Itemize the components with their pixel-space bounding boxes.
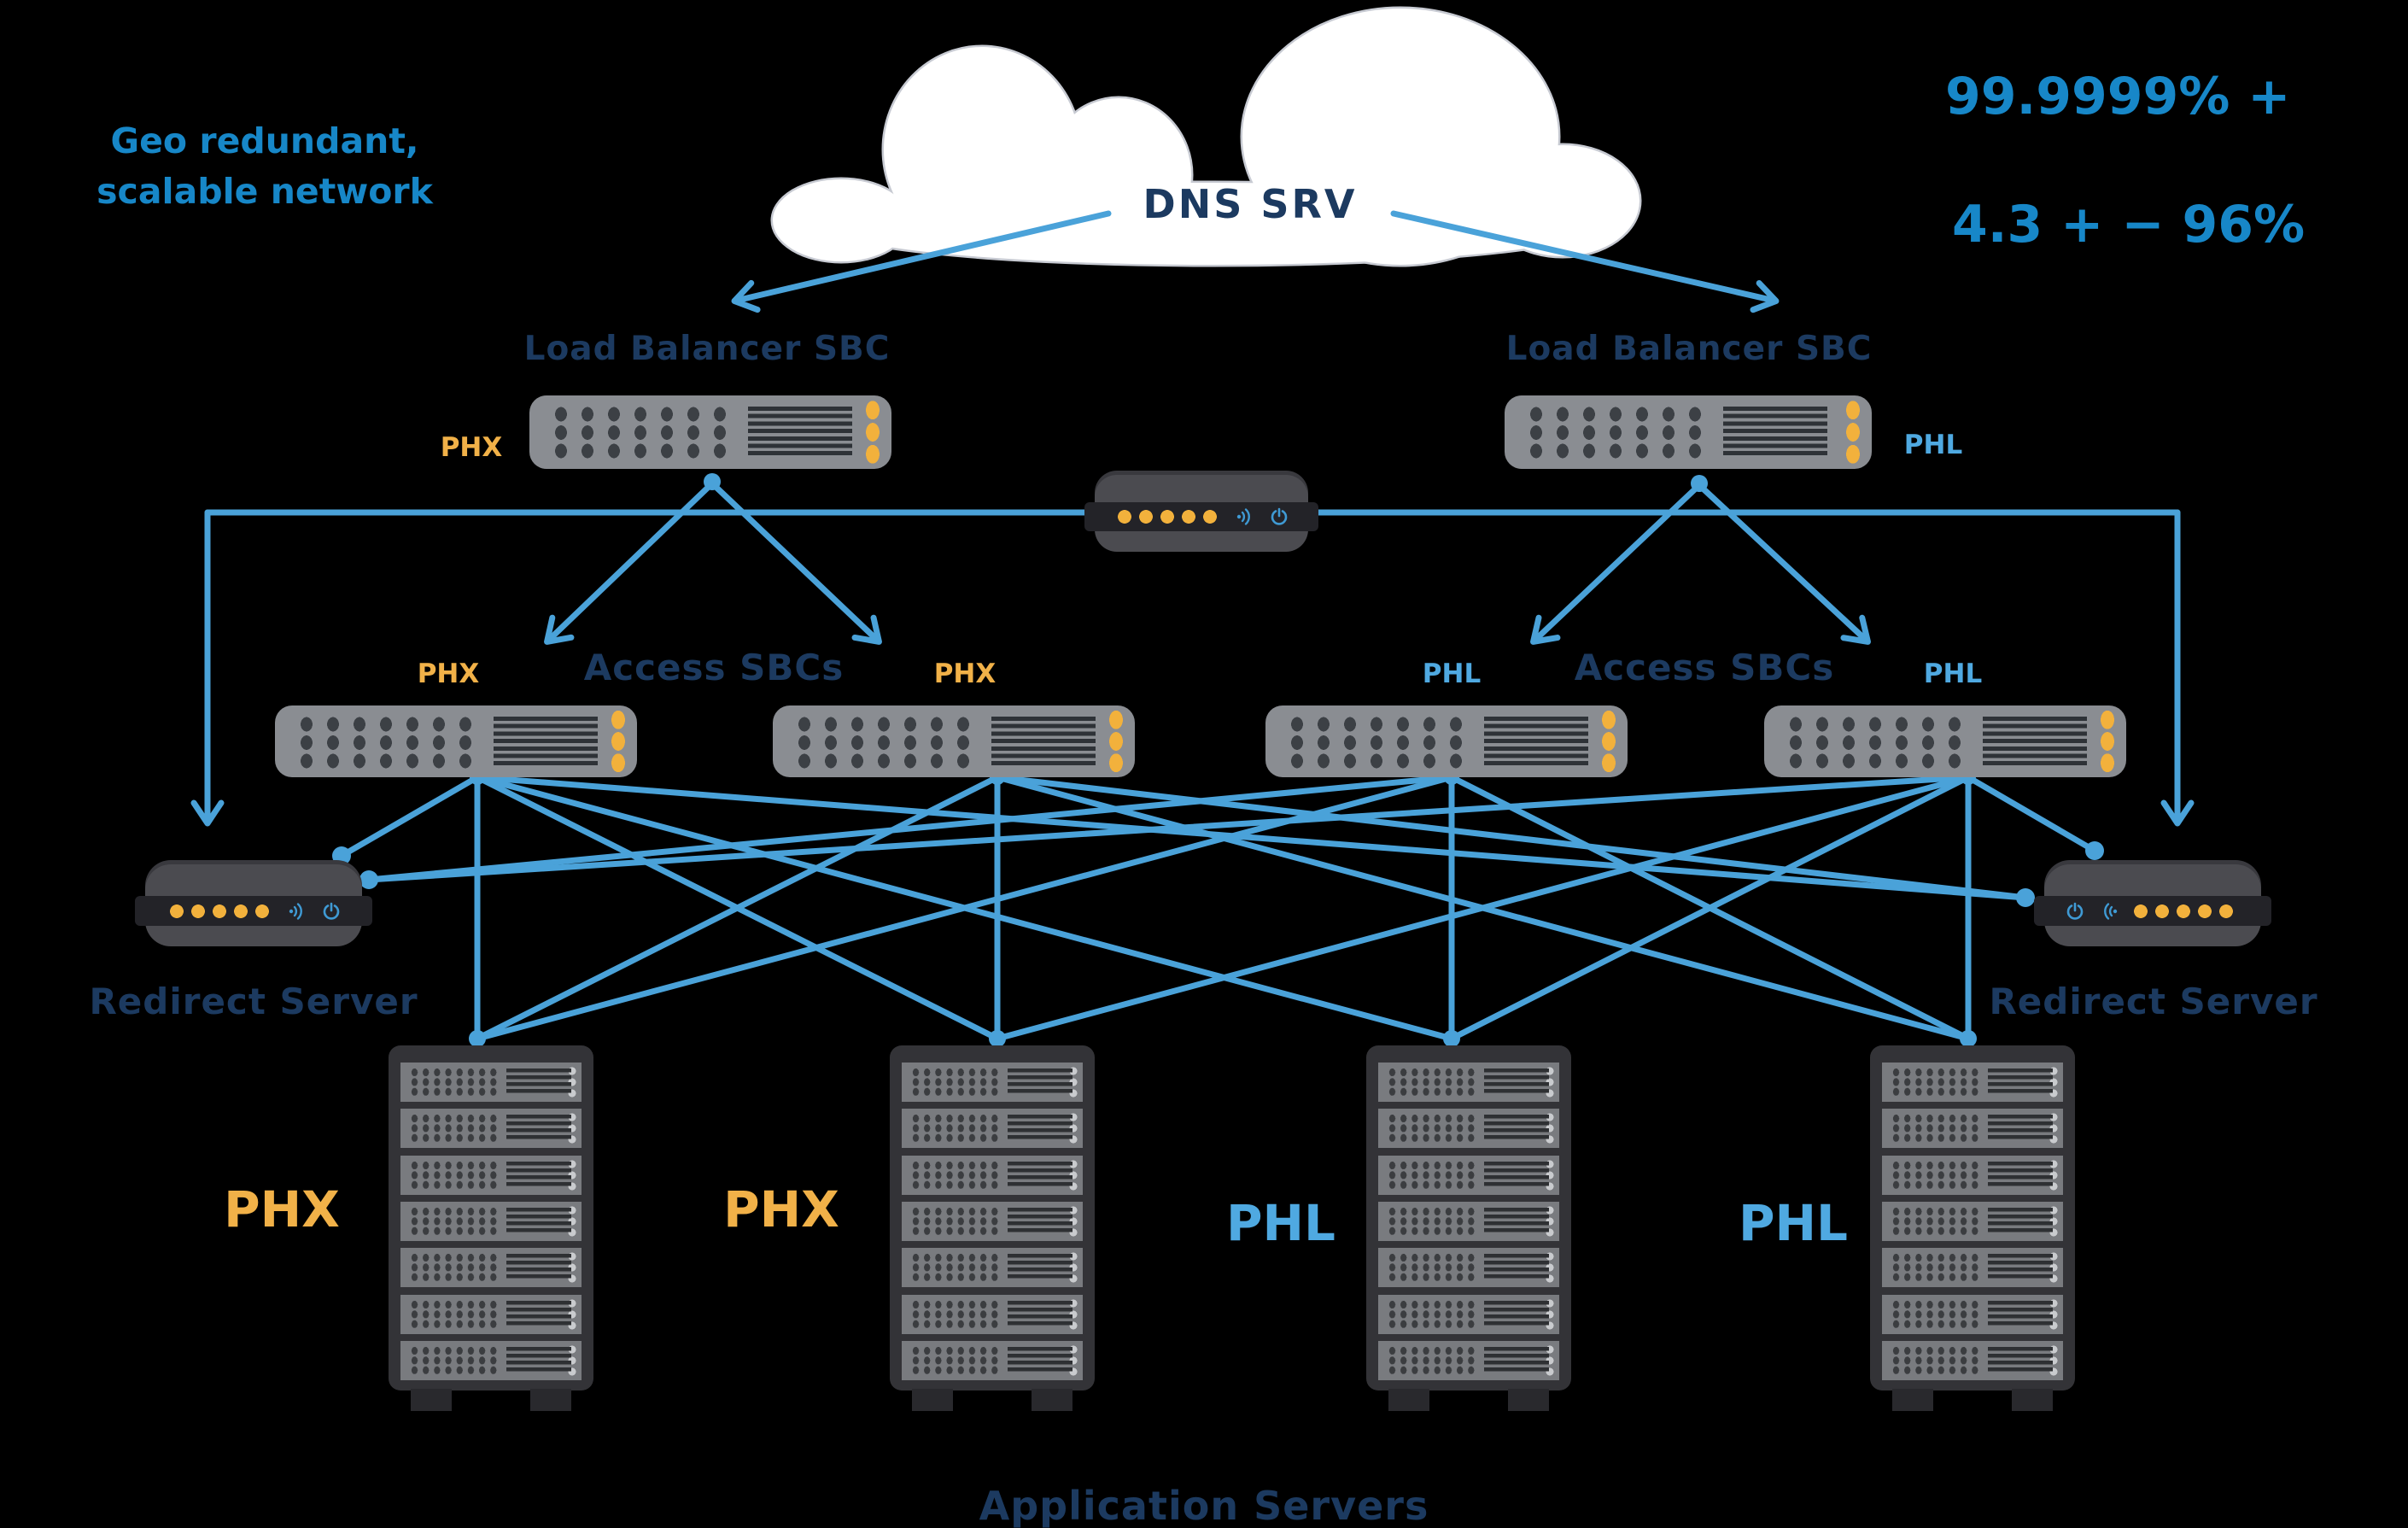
app-server-rack-phx-1	[389, 1045, 593, 1411]
rack-unit	[1378, 1201, 1559, 1241]
rack-unit	[400, 1155, 582, 1195]
status-leds	[2133, 903, 2237, 919]
cloud-shape	[770, 6, 1642, 267]
rack-unit	[400, 1294, 582, 1334]
rack-unit	[902, 1294, 1083, 1334]
rack-unit	[1882, 1248, 2063, 1288]
rack-unit	[1882, 1340, 2063, 1380]
load-balancer-sbc-phx	[529, 395, 891, 469]
rack-unit	[902, 1155, 1083, 1195]
redirect-server-left	[135, 864, 372, 946]
rack-unit	[902, 1063, 1083, 1102]
cloud-label: DNS SRV	[1143, 181, 1358, 227]
access-sbc-2-site-label: PHX	[933, 659, 997, 689]
rack-unit	[902, 1340, 1083, 1380]
redirect-front-panel	[135, 896, 372, 926]
lb-left-title: Load Balancer SBC	[523, 330, 891, 368]
redirect-server-right	[2034, 864, 2271, 946]
access-sbc-phx-2	[773, 705, 1135, 777]
stat-mos: 4.3 + − 96%	[1952, 195, 2306, 255]
lb-right-title: Load Balancer SBC	[1505, 330, 1873, 368]
rack-unit	[1378, 1155, 1559, 1195]
rack-unit	[1378, 1248, 1559, 1288]
tagline-line1: Geo redundant,	[110, 120, 419, 161]
wifi-icon	[1236, 508, 1250, 525]
app-server-rack-phl-1	[1366, 1045, 1571, 1411]
access-right-title: Access SBCs	[1574, 647, 1835, 688]
rack-4-site-label: PHL	[1738, 1194, 1849, 1252]
power-icon	[1271, 507, 1288, 525]
rack-unit	[1882, 1155, 2063, 1195]
access-sbc-3-site-label: PHL	[1422, 659, 1482, 689]
rack-unit	[1378, 1340, 1559, 1380]
wifi-icon	[289, 902, 302, 920]
rack-2-site-label: PHX	[723, 1180, 839, 1238]
rack-unit	[1882, 1109, 2063, 1149]
rack-unit	[400, 1201, 582, 1241]
tagline: Geo redundant, scalable network	[96, 116, 433, 217]
wifi-icon	[2104, 902, 2118, 920]
load-balancer-sbc-phl	[1505, 395, 1872, 469]
redirect-left-label: Redirect Server	[89, 981, 418, 1022]
access-sbc-phl-1	[1265, 705, 1628, 777]
redirect-right-label: Redirect Server	[1989, 981, 2318, 1022]
rack-unit	[400, 1248, 582, 1288]
status-leds	[169, 903, 273, 919]
rack-1-site-label: PHX	[224, 1180, 340, 1238]
rack-unit	[1378, 1063, 1559, 1102]
status-leds	[1117, 509, 1221, 524]
power-icon	[323, 902, 340, 920]
access-sbc-phl-2	[1764, 705, 2126, 777]
access-left-title: Access SBCs	[583, 647, 845, 688]
rack-unit	[1378, 1109, 1559, 1149]
router-front-panel	[1084, 502, 1318, 531]
rack-unit	[1882, 1201, 2063, 1241]
power-icon	[2066, 902, 2084, 920]
rack-unit	[400, 1063, 582, 1102]
lb-left-site-label: PHX	[440, 432, 503, 463]
redirect-front-panel	[2034, 896, 2271, 926]
rack-unit	[902, 1109, 1083, 1149]
rack-unit	[902, 1248, 1083, 1288]
access-sbc-4-site-label: PHL	[1923, 659, 1983, 689]
access-sbc-phx-1	[275, 705, 637, 777]
app-server-rack-phl-2	[1870, 1045, 2075, 1411]
rack-unit	[1882, 1294, 2063, 1334]
application-servers-label: Application Servers	[979, 1483, 1429, 1528]
app-server-rack-phx-2	[890, 1045, 1095, 1411]
rack-unit	[400, 1340, 582, 1380]
stat-uptime: 99.9999% +	[1945, 67, 2291, 126]
tagline-line2: scalable network	[96, 171, 433, 212]
rack-unit	[902, 1201, 1083, 1241]
rack-unit	[1882, 1063, 2063, 1102]
rack-unit	[400, 1109, 582, 1149]
lb-right-site-label: PHL	[1903, 430, 1963, 460]
core-router	[1084, 475, 1318, 552]
rack-3-site-label: PHL	[1225, 1194, 1336, 1252]
access-sbc-1-site-label: PHX	[417, 659, 480, 689]
rack-unit	[1378, 1294, 1559, 1334]
